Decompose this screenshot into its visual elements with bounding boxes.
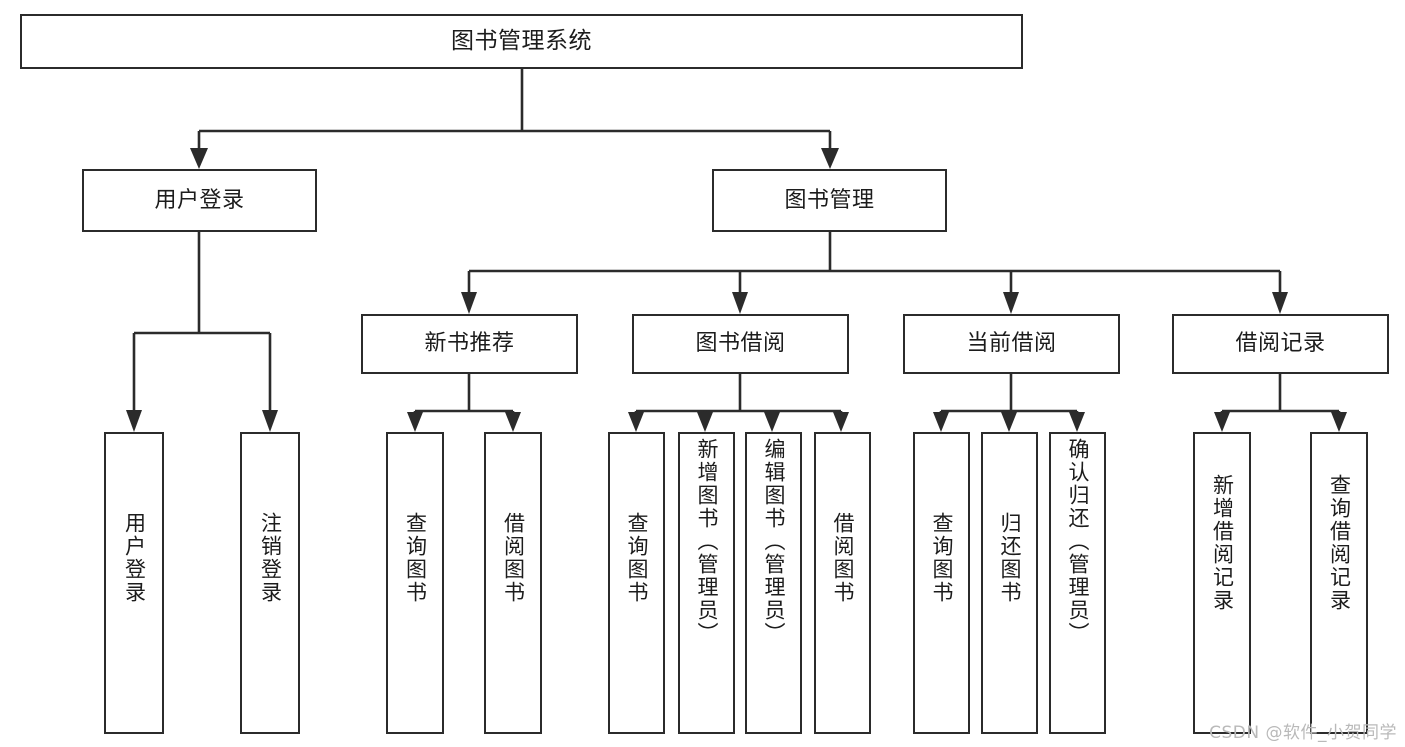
node-label: 用户登录: [154, 187, 245, 213]
arrowhead-leaf-logout-login: [262, 410, 278, 432]
arrowhead-borrow-record: [1272, 292, 1288, 314]
node-label: 新增借阅记录: [1210, 474, 1235, 612]
node-leaf-user-login[interactable]: 用户登录: [104, 432, 164, 734]
node-root-book-management-system[interactable]: 图书管理系统: [20, 14, 1023, 69]
arrowhead-leaf-return-book: [1001, 412, 1017, 432]
node-book-borrow[interactable]: 图书借阅: [632, 314, 849, 374]
arrowhead-leaf-query-book-1: [407, 412, 423, 432]
arrowhead-user-login: [190, 148, 208, 169]
arrowhead-current-borrow: [1003, 292, 1019, 314]
arrowhead-leaf-edit-book: [764, 412, 780, 432]
arrowhead-leaf-query-record: [1331, 412, 1347, 432]
node-label: 图书借阅: [695, 331, 786, 357]
node-label: 注销登录: [258, 512, 283, 604]
node-user-login[interactable]: 用户登录: [82, 169, 317, 232]
arrowhead-leaf-confirm-return: [1069, 412, 1085, 432]
arrowhead-book-borrow: [732, 292, 748, 314]
node-label: 用户登录: [122, 512, 147, 604]
csdn-watermark: CSDN @软件_小贺同学: [1209, 723, 1397, 743]
arrowhead-leaf-add-book: [697, 412, 713, 432]
node-leaf-edit-book[interactable]: 编辑图书（管理员）: [745, 432, 802, 734]
node-leaf-query-book-3[interactable]: 查询图书: [913, 432, 970, 734]
arrowhead-leaf-borrow-book-1: [505, 412, 521, 432]
arrowhead-book-manage: [821, 148, 839, 169]
node-label: 新增图书（管理员）: [695, 438, 719, 645]
node-label: 查询图书: [930, 512, 954, 604]
node-leaf-query-book-1[interactable]: 查询图书: [386, 432, 444, 734]
node-label: 编辑图书（管理员）: [762, 438, 786, 645]
node-label: 查询图书: [625, 512, 649, 604]
arrowhead-leaf-query-book-3: [933, 412, 949, 432]
node-leaf-return-book[interactable]: 归还图书: [981, 432, 1038, 734]
node-borrow-record[interactable]: 借阅记录: [1172, 314, 1389, 374]
node-book-manage[interactable]: 图书管理: [712, 169, 947, 232]
arrowhead-leaf-user-login: [126, 410, 142, 432]
node-label: 查询图书: [403, 512, 428, 604]
node-label: 借阅图书: [831, 512, 855, 604]
node-leaf-logout-login[interactable]: 注销登录: [240, 432, 300, 734]
arrowhead-leaf-query-book-2: [628, 412, 644, 432]
node-label: 查询借阅记录: [1327, 474, 1352, 612]
node-label: 新书推荐: [424, 331, 515, 357]
node-leaf-query-record[interactable]: 查询借阅记录: [1310, 432, 1368, 734]
node-label: 确认归还（管理员）: [1066, 438, 1090, 645]
node-label: 借阅图书: [501, 512, 526, 604]
node-leaf-add-book[interactable]: 新增图书（管理员）: [678, 432, 735, 734]
node-label: 图书管理系统: [451, 27, 592, 54]
node-leaf-query-book-2[interactable]: 查询图书: [608, 432, 665, 734]
node-label: 当前借阅: [966, 331, 1057, 357]
node-label: 借阅记录: [1235, 331, 1326, 357]
node-leaf-borrow-book-2[interactable]: 借阅图书: [814, 432, 871, 734]
node-label: 图书管理: [784, 187, 875, 213]
node-leaf-borrow-book-1[interactable]: 借阅图书: [484, 432, 542, 734]
node-label: 归还图书: [998, 512, 1022, 604]
arrowhead-new-book-recommend: [461, 292, 477, 314]
node-current-borrow[interactable]: 当前借阅: [903, 314, 1120, 374]
arrowhead-leaf-add-record: [1214, 412, 1230, 432]
arrowhead-leaf-borrow-book-2: [833, 412, 849, 432]
node-new-book-recommend[interactable]: 新书推荐: [361, 314, 578, 374]
node-leaf-add-record[interactable]: 新增借阅记录: [1193, 432, 1251, 734]
node-leaf-confirm-return[interactable]: 确认归还（管理员）: [1049, 432, 1106, 734]
